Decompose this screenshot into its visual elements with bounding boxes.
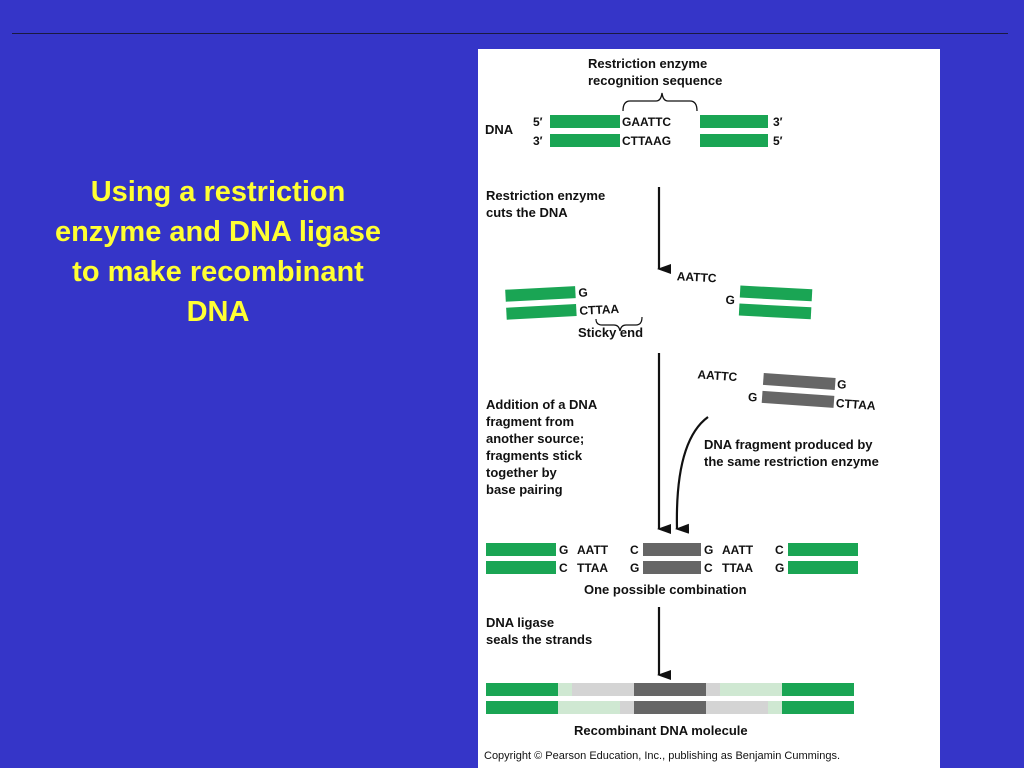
end-5-bottom: 5′ xyxy=(773,134,783,148)
recomb-top-green-left xyxy=(486,683,558,696)
sticky-end-label: Sticky end xyxy=(578,325,643,340)
recomb-bottom-lightgreen-2 xyxy=(768,701,782,714)
cut-left-bottom-seq: CTTAA xyxy=(579,302,620,318)
combo-top-left-strand xyxy=(486,543,556,556)
step1-line-1: Restriction enzyme xyxy=(486,188,605,203)
fragment-bottom-strand xyxy=(761,390,835,408)
recombinant-label: Recombinant DNA molecule xyxy=(574,723,748,738)
cut-left-bottom-strand xyxy=(506,304,577,320)
recomb-top-lightgray-1 xyxy=(572,683,634,696)
combo-top-seq-1: G xyxy=(559,543,568,557)
combination-label: One possible combination xyxy=(584,582,747,597)
combo-bottom-seq-2: TTAA xyxy=(577,561,608,575)
recognition-brace xyxy=(622,92,698,112)
cut-right-top-seq: AATTC xyxy=(676,269,717,285)
combo-top-right-strand xyxy=(788,543,858,556)
combo-bottom-seq-6: G xyxy=(775,561,784,575)
recognition-label-line-1: Restriction enzyme xyxy=(588,56,707,71)
cut-left-top-seq: G xyxy=(578,285,588,299)
copyright-text: Copyright © Pearson Education, Inc., pub… xyxy=(484,750,840,762)
step2-line-2: fragment from xyxy=(486,414,574,429)
step3-line-1: DNA ligase xyxy=(486,615,554,630)
combo-bottom-seq-3: G xyxy=(630,561,639,575)
dna-top-strand-left xyxy=(550,115,620,128)
combo-top-seq-2: AATT xyxy=(577,543,609,557)
slide-title: Using a restriction enzyme and DNA ligas… xyxy=(18,172,418,332)
fragment-top-strand xyxy=(762,372,836,390)
step3-line-2: seals the strands xyxy=(486,632,592,647)
top-divider xyxy=(12,33,1008,34)
step2-line-4: fragments stick xyxy=(486,448,583,463)
recomb-bottom-gray xyxy=(634,701,706,714)
fragment-label-line-2: the same restriction enzyme xyxy=(704,454,879,469)
foreign-fragment: AATTC G G CTTAA xyxy=(697,367,876,413)
recomb-bottom-lightgreen-1 xyxy=(558,701,620,714)
recomb-top-lightgray-2 xyxy=(706,683,720,696)
recombinant-molecule xyxy=(486,683,854,714)
title-line-2: enzyme and DNA ligase xyxy=(54,216,382,248)
figure-canvas: Restriction enzyme recognition sequence … xyxy=(484,56,879,762)
combo-top-seq-6: C xyxy=(775,543,784,557)
recomb-top-green-right xyxy=(782,683,854,696)
fragment-bottom-right-seq: CTTAA xyxy=(835,396,876,413)
recomb-bottom-lightgray-1 xyxy=(620,701,634,714)
fragment-label-line-1: DNA fragment produced by xyxy=(704,437,873,452)
end-3-top: 3′ xyxy=(773,115,783,129)
step2-line-3: another source; xyxy=(486,431,584,446)
dna-top-strand-right xyxy=(700,115,768,128)
sticky-end-brace xyxy=(595,316,643,332)
fragment-bottom-left-seq: G xyxy=(748,390,758,405)
cut-right-bottom-strand xyxy=(738,303,812,320)
end-3-bottom: 3′ xyxy=(533,134,543,148)
combo-bottom-seq-1: C xyxy=(559,561,568,575)
step2-line-5: together by xyxy=(486,465,558,480)
combo-top-foreign-strand xyxy=(643,543,701,556)
cut-left-top-strand xyxy=(505,286,576,302)
cut-fragment-left: G CTTAA xyxy=(505,285,620,320)
recomb-bottom-green-right xyxy=(782,701,854,714)
recomb-bottom-green-left xyxy=(486,701,558,714)
end-5-top: 5′ xyxy=(533,115,543,129)
recomb-bottom-lightgray-2 xyxy=(706,701,768,714)
recomb-top-lightgreen-1 xyxy=(558,683,572,696)
fragment-top-left-seq: AATTC xyxy=(697,367,738,384)
recognition-bottom-seq: CTTAAG xyxy=(622,134,671,148)
combo-bottom-seq-4: C xyxy=(704,561,713,575)
combo-top-seq-3: C xyxy=(630,543,639,557)
title-line-3: to make recombinant xyxy=(72,256,364,288)
combo-bottom-left-strand xyxy=(486,561,556,574)
recomb-top-lightgreen-2 xyxy=(720,683,782,696)
step2-line-6: base pairing xyxy=(486,482,563,497)
dna-bottom-strand-right xyxy=(700,134,768,147)
dna-label: DNA xyxy=(485,122,514,137)
recombinant-dna-figure: Restriction enzyme recognition sequence … xyxy=(478,49,940,768)
combo-top-seq-4: G xyxy=(704,543,713,557)
recomb-top-gray xyxy=(634,683,706,696)
title-line-4: DNA xyxy=(186,296,250,328)
arrow-fragment-curve xyxy=(675,416,709,534)
fragment-top-right-seq: G xyxy=(837,377,847,392)
step2-line-1: Addition of a DNA xyxy=(486,397,598,412)
combo-top-seq-5: AATT xyxy=(722,543,754,557)
cut-right-top-strand xyxy=(739,285,813,302)
recognition-label-line-2: recognition sequence xyxy=(588,73,722,88)
cut-fragment-right: AATTC G xyxy=(676,269,813,320)
title-line-1: Using a restriction xyxy=(90,176,346,208)
combo-bottom-seq-5: TTAA xyxy=(722,561,753,575)
step1-line-2: cuts the DNA xyxy=(486,205,568,220)
dna-bottom-strand-left xyxy=(550,134,620,147)
combo-bottom-right-strand xyxy=(788,561,858,574)
combo-bottom-foreign-strand xyxy=(643,561,701,574)
recognition-top-seq: GAATTC xyxy=(622,115,671,129)
cut-right-bottom-seq: G xyxy=(725,293,735,307)
